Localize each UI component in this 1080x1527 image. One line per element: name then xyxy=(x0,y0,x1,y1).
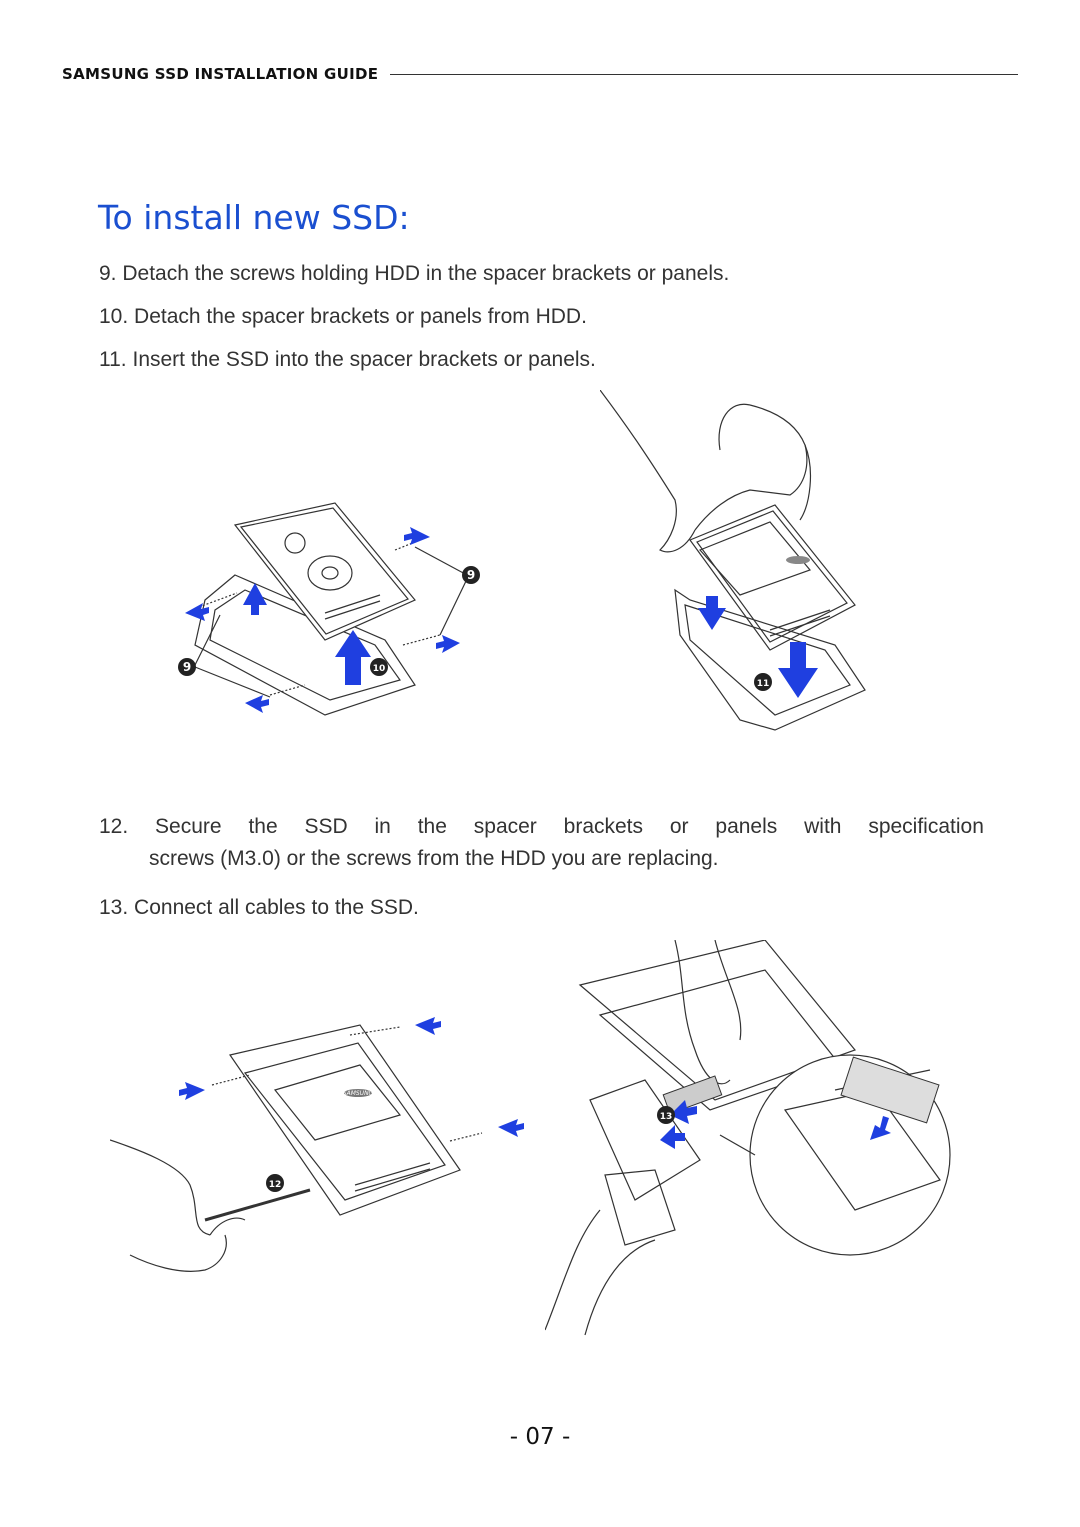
step-10: 10. Detach the spacer brackets or panels… xyxy=(99,301,587,333)
word: brackets xyxy=(563,815,644,838)
step-text: Insert the SSD into the spacer brackets … xyxy=(132,348,596,371)
callout-12: 12 xyxy=(269,1180,282,1190)
step-number: 9. xyxy=(99,262,117,285)
callout-11: 11 xyxy=(757,679,770,689)
step-number: 13. xyxy=(99,896,129,919)
section-title: To install new SSD: xyxy=(98,198,410,237)
step-number: 11. xyxy=(99,348,127,371)
cable-connection-illustration: 13 xyxy=(545,940,951,1336)
word: in xyxy=(374,815,391,838)
word: specification xyxy=(868,815,984,838)
header-rule xyxy=(390,73,1018,75)
callout-9-right: 9 xyxy=(467,568,475,582)
step-number: 12. xyxy=(99,815,129,838)
word: panels xyxy=(715,815,778,838)
word: the xyxy=(248,815,278,838)
page-number: - 07 - xyxy=(509,1424,571,1450)
page-header: SAMSUNG SSD INSTALLATION GUIDE xyxy=(62,62,1018,86)
callout-10: 10 xyxy=(373,664,386,674)
ssd-brand-label: SAMSUNG xyxy=(343,1090,374,1097)
step-text: Connect all cables to the SSD. xyxy=(134,896,419,919)
hdd-removal-illustration: 9 9 10 xyxy=(178,502,480,716)
step-number: 10. xyxy=(99,305,129,328)
callout-9-left: 9 xyxy=(183,660,191,674)
word: the xyxy=(417,815,447,838)
callout-13: 13 xyxy=(660,1112,673,1122)
word: or xyxy=(669,815,689,838)
step-9: 9. Detach the screws holding HDD in the … xyxy=(99,258,729,290)
step-12: 12. Secure the SSD in the spacer bracket… xyxy=(99,811,984,875)
guide-title: SAMSUNG SSD INSTALLATION GUIDE xyxy=(62,65,379,83)
ssd-screwing-illustration: SAMSUNG 12 xyxy=(110,1017,524,1272)
step-12-line-1: 12. Secure the SSD in the spacer bracket… xyxy=(99,811,984,843)
word: spacer xyxy=(473,815,537,838)
step-11: 11. Insert the SSD into the spacer brack… xyxy=(99,344,596,376)
word: SSD xyxy=(304,815,348,838)
word: Secure xyxy=(155,815,222,838)
word: with xyxy=(804,815,842,838)
step-text: Detach the spacer brackets or panels fro… xyxy=(134,305,587,328)
step-12-line-2: screws (M3.0) or the screws from the HDD… xyxy=(149,847,719,870)
step-13: 13. Connect all cables to the SSD. xyxy=(99,892,419,924)
step-text: Detach the screws holding HDD in the spa… xyxy=(122,262,730,285)
ssd-insertion-illustration: 11 xyxy=(600,390,866,731)
